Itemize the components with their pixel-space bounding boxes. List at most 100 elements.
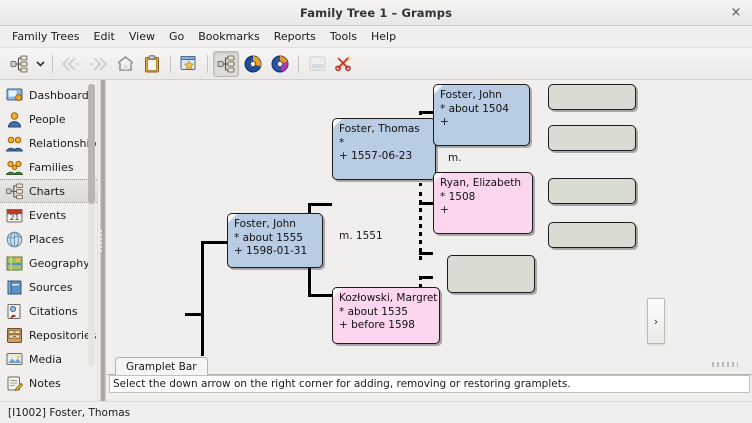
- sidebar-item-sources[interactable]: Sources: [0, 275, 97, 299]
- sidebar-item-label: Charts: [29, 184, 65, 198]
- sidebar-item-label: Families: [29, 160, 74, 174]
- sidebar-splitter[interactable]: [98, 80, 107, 401]
- person-ryan-elizabeth[interactable]: Ryan, Elizabeth* 1508+: [433, 172, 533, 234]
- connector-gen2-top: [308, 203, 332, 206]
- menu-bookmarks[interactable]: Bookmarks: [198, 30, 260, 43]
- charts-view-icon[interactable]: [6, 51, 32, 77]
- person-death: +: [440, 116, 449, 128]
- sidebar-item-notes[interactable]: Notes: [0, 371, 97, 395]
- sidebar-item-dashboard[interactable]: Dashboard: [0, 83, 97, 107]
- connector-gen3a-top: [419, 111, 433, 114]
- empty-person-slot[interactable]: [548, 178, 636, 204]
- sidebar-item-citations[interactable]: Citations: [0, 299, 97, 323]
- sidebar-item-geography[interactable]: Geography: [0, 251, 97, 275]
- menu-edit[interactable]: Edit: [93, 30, 115, 43]
- sidebar-item-label: Relationships: [29, 136, 97, 150]
- toolbar: [0, 48, 752, 80]
- forward-icon: [85, 51, 111, 77]
- close-icon[interactable]: ×: [730, 4, 742, 20]
- connector-gen1-stem: [185, 313, 203, 316]
- empty-person-slot[interactable]: [548, 125, 636, 151]
- sidebar-item-media[interactable]: Media: [0, 347, 97, 371]
- sidebar-item-label: People: [29, 112, 66, 126]
- marriage-label-gen1: m. 1551: [339, 230, 383, 242]
- tab-gramplet-bar[interactable]: Gramplet Bar: [115, 357, 208, 375]
- toolbar-separator: [170, 54, 171, 73]
- person-death: + 1557-06-23: [339, 150, 413, 162]
- notes-icon: [6, 375, 24, 392]
- empty-person-slot[interactable]: [447, 255, 535, 293]
- sidebar-item-families[interactable]: Families: [0, 155, 97, 179]
- chart-view-active-icon[interactable]: [213, 50, 239, 77]
- status-text: [I1002] Foster, Thomas: [8, 406, 131, 419]
- title-bar: Family Tree 1 – Gramps ×: [0, 0, 752, 26]
- back-icon: [58, 51, 84, 77]
- expand-right-button[interactable]: ›: [647, 298, 665, 344]
- person-foster-thomas[interactable]: Foster, Thomas*+ 1557-06-23: [332, 118, 436, 180]
- repositories-icon: [6, 327, 23, 344]
- tools-icon[interactable]: [267, 51, 293, 77]
- events-icon: 21: [6, 207, 23, 224]
- menu-reports[interactable]: Reports: [273, 30, 316, 43]
- person-birth: * about 1504: [440, 102, 509, 115]
- connector-gen2-bottom: [308, 294, 332, 297]
- empty-person-slot[interactable]: [548, 84, 636, 110]
- sidebar-item-label: Sources: [29, 280, 73, 294]
- clip-editor-icon[interactable]: [331, 51, 357, 77]
- reports-icon[interactable]: [240, 51, 266, 77]
- person-death: + before 1598: [339, 319, 415, 331]
- gramplet-drag-handle[interactable]: [712, 362, 738, 367]
- geography-icon: [6, 255, 23, 272]
- person-foster-john-1504[interactable]: Foster, John* about 1504+: [433, 84, 530, 146]
- person-kozlowski-margret[interactable]: Kozłowski, Margret* about 1535+ before 1…: [332, 287, 440, 344]
- empty-person-slot[interactable]: [548, 222, 636, 248]
- sidebar-scrollbar[interactable]: [88, 84, 95, 366]
- box-corner-fold: [228, 214, 237, 223]
- sidebar-item-label: Dashboard: [29, 88, 89, 102]
- person-foster-john-1555[interactable]: Foster, John* about 1555+ 1598-01-31: [227, 213, 323, 268]
- person-death: +: [440, 204, 449, 216]
- relationships-icon: [5, 135, 24, 152]
- toolbar-separator: [207, 54, 208, 73]
- connector-gen3b-top: [419, 202, 433, 205]
- person-birth: *: [339, 136, 345, 149]
- clipboard-icon[interactable]: [139, 51, 165, 77]
- sidebar-item-charts[interactable]: Charts: [0, 179, 97, 203]
- sidebar-item-label: Media: [29, 352, 63, 366]
- person-name: Foster, John: [234, 218, 296, 230]
- toolbar-separator: [298, 54, 299, 73]
- menu-view[interactable]: View: [128, 30, 155, 43]
- sidebar-item-events[interactable]: 21 Events: [0, 203, 97, 227]
- marriage-label-gen2: m.: [448, 152, 462, 164]
- home-person-icon[interactable]: [112, 51, 138, 77]
- person-death: + 1598-01-31: [234, 245, 308, 257]
- person-name: Foster, Thomas: [339, 123, 420, 135]
- box-corner-fold: [333, 119, 342, 128]
- sources-icon: [6, 279, 23, 296]
- menu-go[interactable]: Go: [168, 30, 185, 43]
- person-name: Foster, John: [440, 89, 502, 101]
- sidebar-item-label: Notes: [29, 376, 61, 390]
- add-bookmark-icon[interactable]: [176, 51, 202, 77]
- menu-family-trees[interactable]: Family Trees: [12, 30, 80, 43]
- media-icon: [304, 51, 330, 77]
- sidebar-item-repositories[interactable]: Repositories: [0, 323, 97, 347]
- menu-tools[interactable]: Tools: [329, 30, 358, 43]
- sidebar-item-relationships[interactable]: Relationships: [0, 131, 97, 155]
- sidebar-item-places[interactable]: Places: [0, 227, 97, 251]
- person-name: Ryan, Elizabeth: [440, 177, 522, 189]
- citations-icon: [6, 303, 23, 320]
- sidebar-item-label: Events: [29, 208, 67, 222]
- sidebar-item-people[interactable]: People: [0, 107, 97, 131]
- menu-help[interactable]: Help: [371, 30, 397, 43]
- window-title: Family Tree 1 – Gramps: [299, 5, 453, 20]
- person-birth: * about 1535: [339, 305, 408, 318]
- charts-dropdown-arrow[interactable]: [33, 51, 47, 77]
- gramplet-message: Select the down arrow on the right corne…: [109, 375, 750, 393]
- sidebar-item-label: Places: [29, 232, 64, 246]
- svg-text:21: 21: [10, 213, 20, 222]
- box-corner-fold: [333, 288, 342, 297]
